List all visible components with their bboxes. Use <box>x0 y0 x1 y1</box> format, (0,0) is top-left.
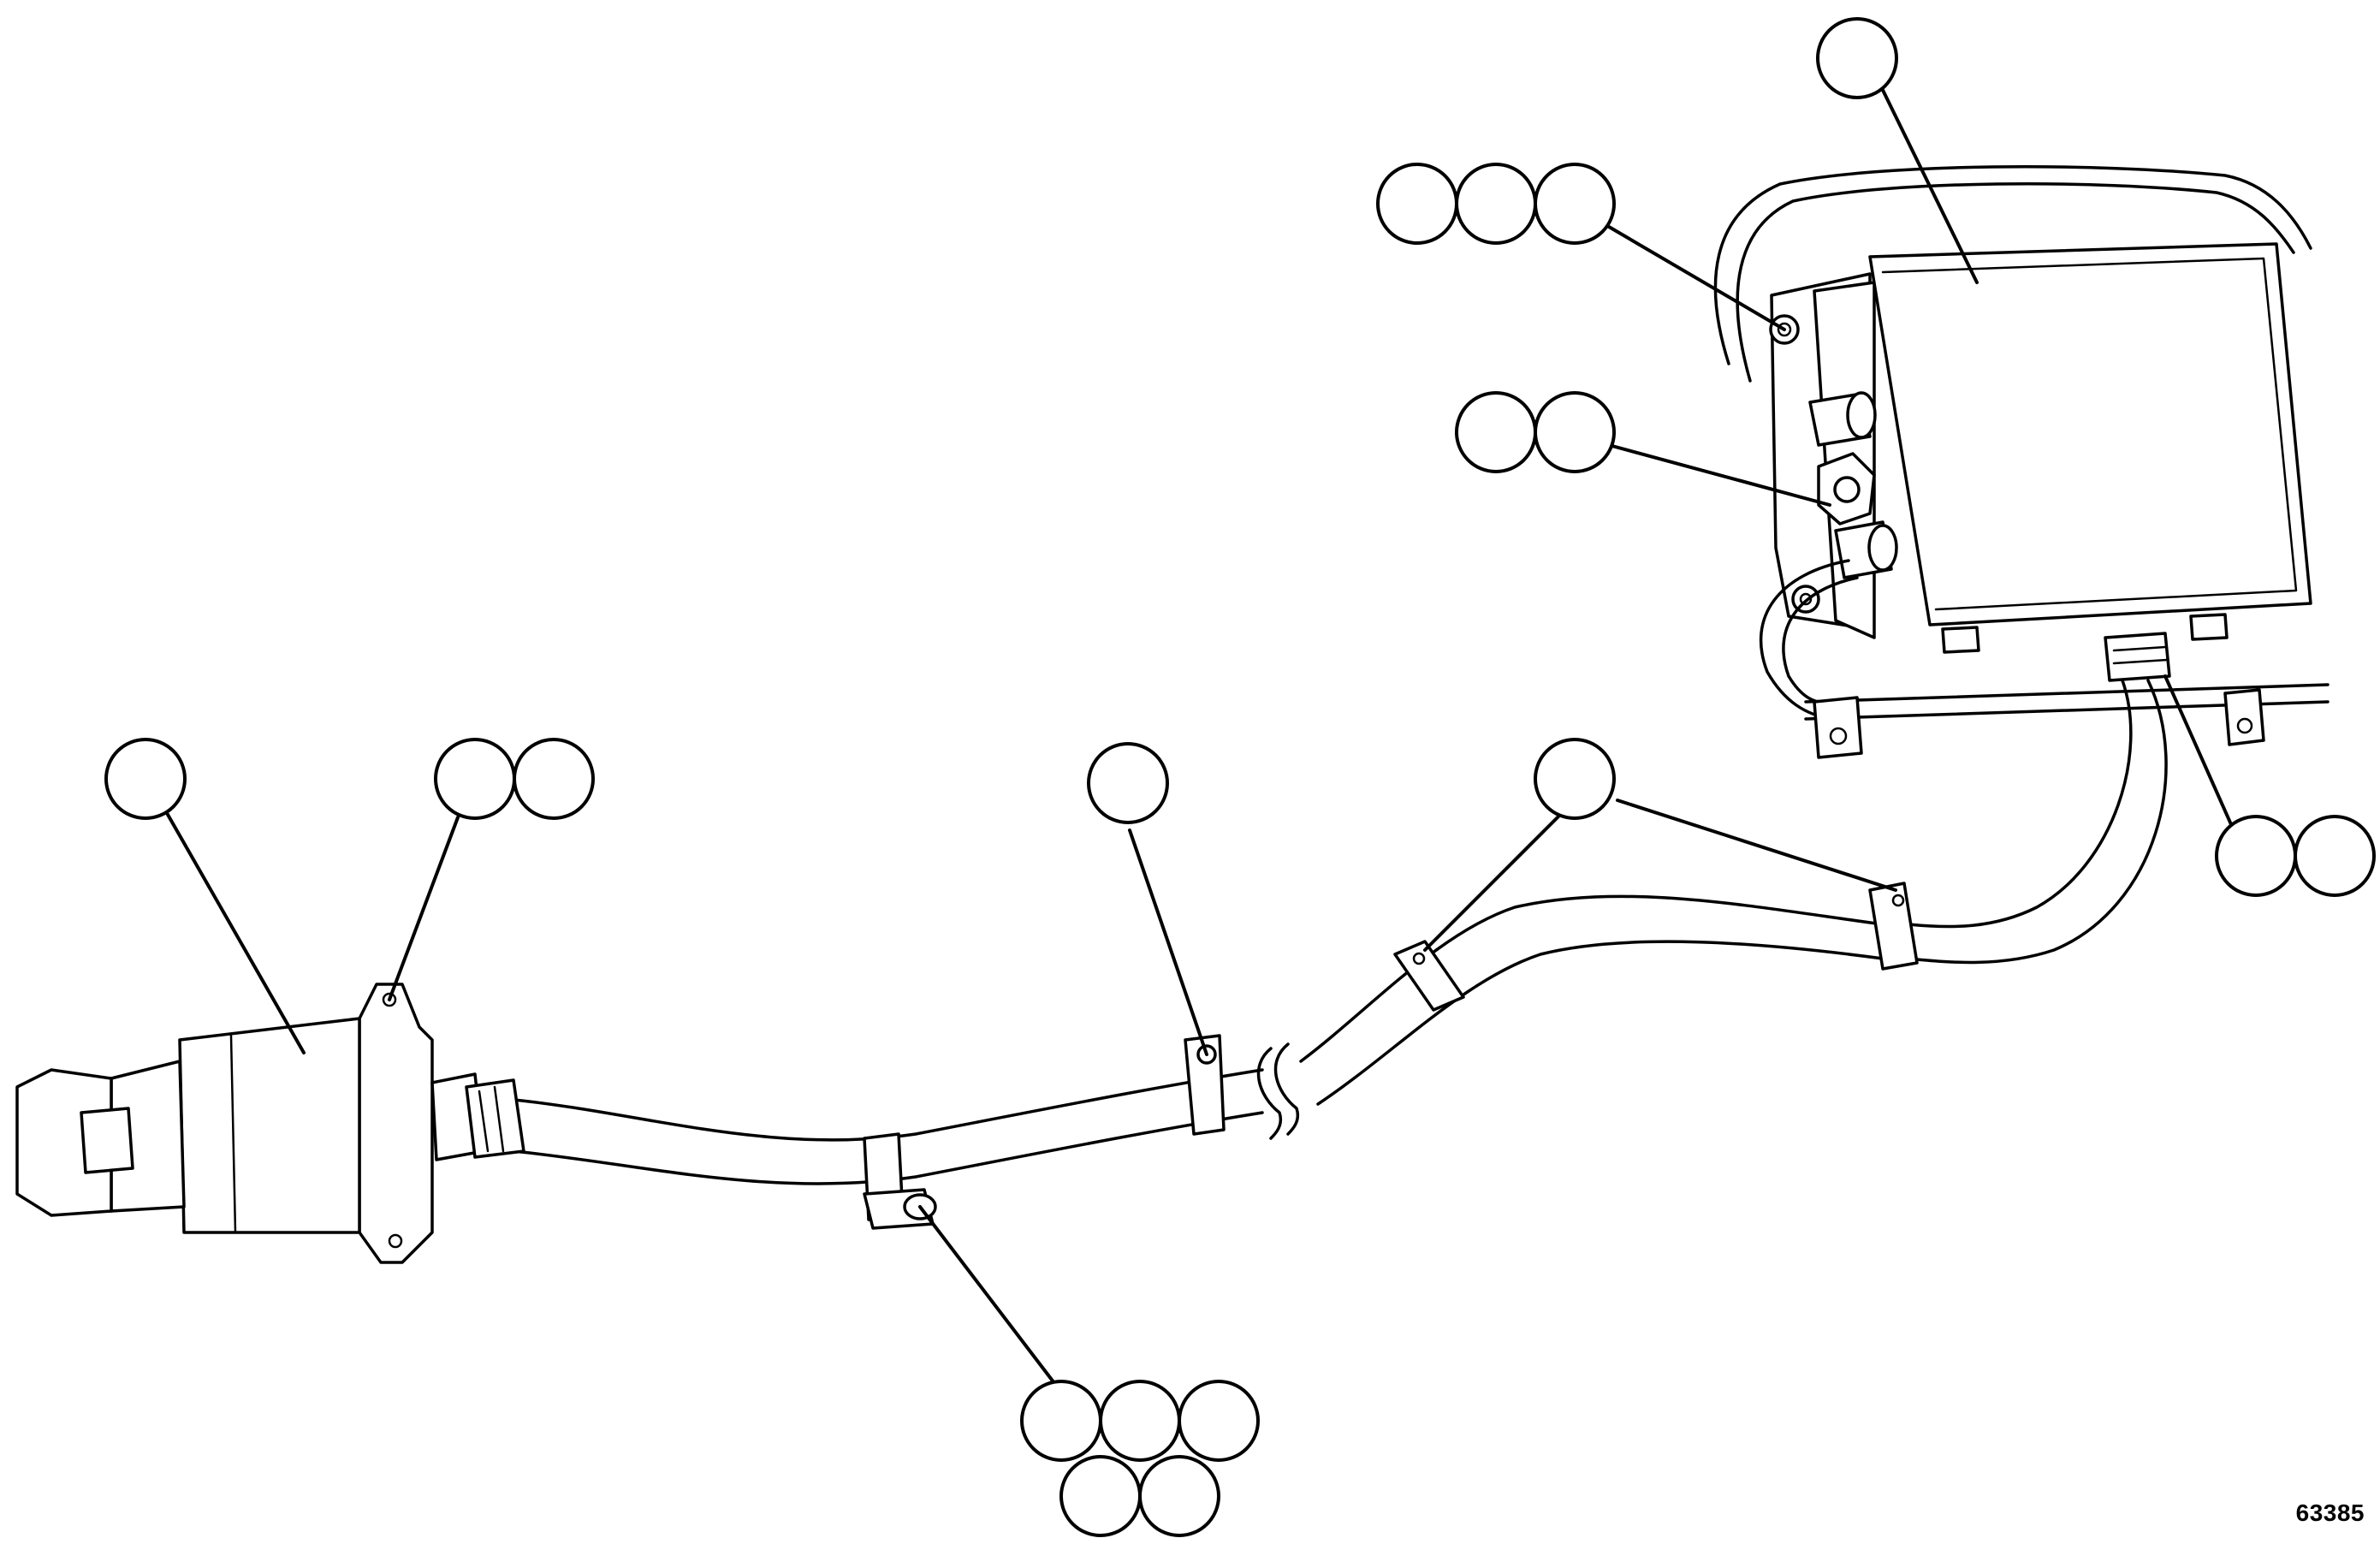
harness-clamp-mid <box>1184 1034 1226 1136</box>
callout-lower-gland <box>2215 815 2376 897</box>
harness-clip-right <box>1868 882 1919 971</box>
callout-control-box <box>1816 17 1898 99</box>
leader-lines <box>165 80 2235 1388</box>
callout-box-gland-nut <box>1455 391 1616 473</box>
callout-socket-screws <box>434 738 595 820</box>
callout-harness-clips <box>1534 738 1616 820</box>
trailer-socket <box>15 983 525 1264</box>
harness-clip-upper <box>1393 940 1465 1012</box>
drawing-number: 63385 <box>2295 1499 2365 1526</box>
control-box <box>1713 165 2330 759</box>
callout-mid-clamp <box>1087 742 1169 824</box>
callout-clamp-hardware <box>1020 1380 1260 1537</box>
harness-cable <box>512 679 2168 1185</box>
callout-box-mount-screws <box>1376 163 1616 245</box>
callout-socket <box>104 738 187 820</box>
